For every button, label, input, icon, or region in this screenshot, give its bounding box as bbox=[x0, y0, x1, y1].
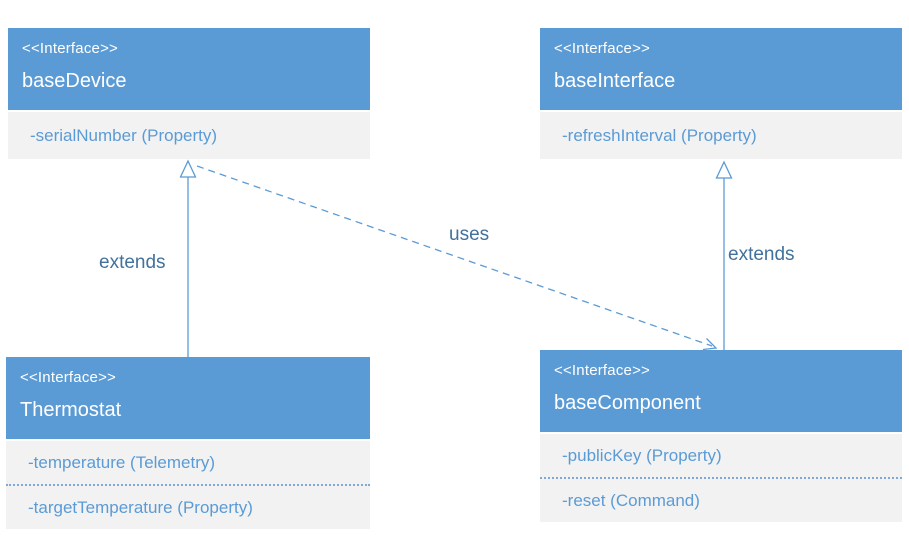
edge-label-uses: uses bbox=[449, 224, 490, 245]
interface-name: baseComponent bbox=[554, 392, 701, 414]
interface-name: baseInterface bbox=[554, 70, 676, 92]
node-baseinterface-body: -refreshInterval (Property) bbox=[540, 112, 902, 159]
member-divider bbox=[540, 477, 902, 479]
node-baseinterface: <<Interface>> baseInterface -refreshInte… bbox=[540, 28, 902, 159]
node-thermostat-header: <<Interface>> Thermostat bbox=[6, 357, 370, 441]
extends-arrow-left bbox=[179, 159, 197, 357]
edge-label-extends-left: extends bbox=[99, 252, 166, 273]
stereotype-label: <<Interface>> bbox=[554, 362, 651, 379]
member-row: -temperature (Telemetry) bbox=[28, 452, 216, 472]
node-thermostat-body: -temperature (Telemetry) -targetTemperat… bbox=[6, 441, 370, 529]
member-row: -serialNumber (Property) bbox=[30, 125, 218, 145]
uses-arrow bbox=[196, 165, 718, 351]
member-row: -refreshInterval (Property) bbox=[562, 125, 757, 145]
node-basecomponent: <<Interface>> baseComponent -publicKey (… bbox=[540, 350, 902, 522]
member-divider bbox=[6, 484, 370, 486]
node-basecomponent-header: <<Interface>> baseComponent bbox=[540, 350, 902, 434]
node-baseinterface-header: <<Interface>> baseInterface bbox=[540, 28, 902, 112]
interface-name: Thermostat bbox=[20, 399, 122, 421]
node-basedevice-header: <<Interface>> baseDevice bbox=[8, 28, 370, 112]
node-thermostat: <<Interface>> Thermostat -temperature (T… bbox=[6, 357, 370, 529]
member-row: -targetTemperature (Property) bbox=[28, 497, 253, 517]
node-basedevice-body: -serialNumber (Property) bbox=[8, 112, 370, 159]
stereotype-label: <<Interface>> bbox=[554, 40, 651, 57]
edge-label-extends-right: extends bbox=[728, 244, 795, 265]
node-basedevice: <<Interface>> baseDevice -serialNumber (… bbox=[8, 28, 370, 159]
node-basecomponent-body: -publicKey (Property) -reset (Command) bbox=[540, 434, 902, 522]
stereotype-label: <<Interface>> bbox=[22, 40, 119, 57]
member-row: -publicKey (Property) bbox=[562, 445, 722, 465]
member-row: -reset (Command) bbox=[562, 490, 700, 510]
interface-name: baseDevice bbox=[22, 70, 127, 92]
stereotype-label: <<Interface>> bbox=[20, 369, 117, 386]
